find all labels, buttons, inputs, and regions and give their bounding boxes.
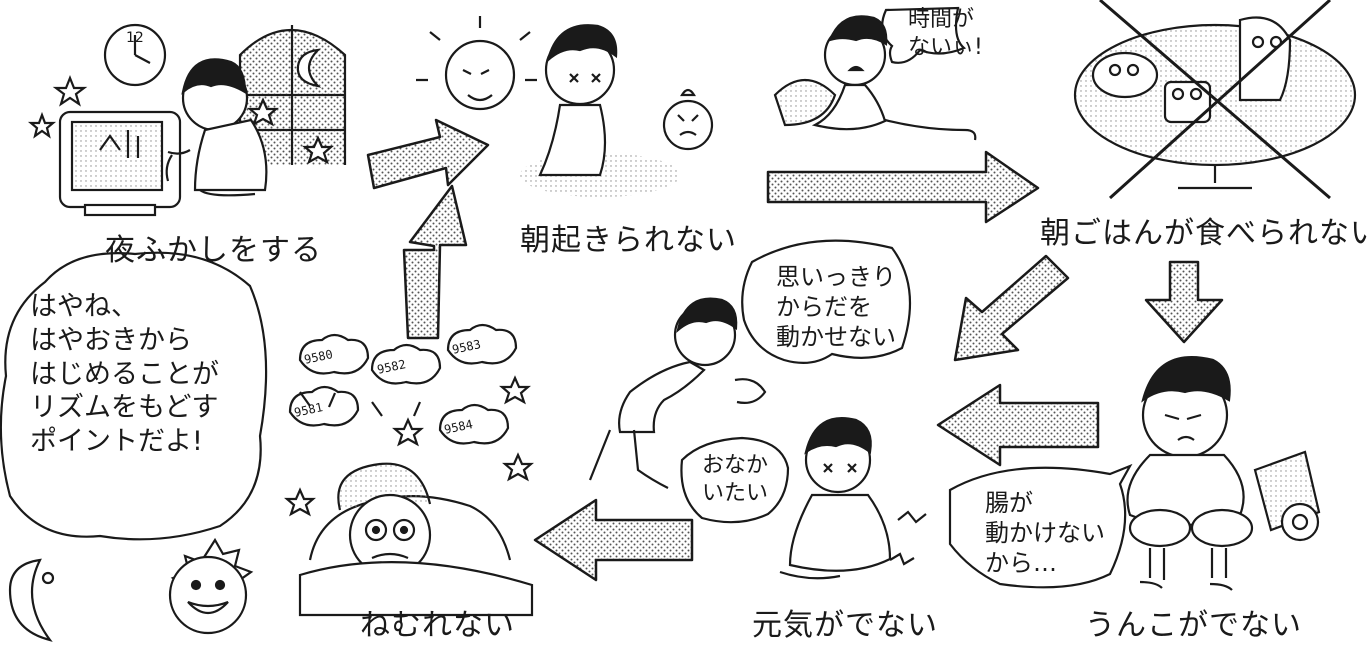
- bubble-advice-line-3: はじめることが: [30, 358, 219, 390]
- arrow-wake-to-breakfast: [766, 150, 1040, 224]
- bubble-intestine-line-1: 腸が: [985, 489, 1033, 517]
- cant-sleep-illustration: [284, 323, 534, 617]
- bubble-intestine-line-3: から…: [985, 549, 1057, 577]
- bubble-no-time-line-1: 時間が: [908, 7, 975, 32]
- sheep-1: [298, 333, 370, 375]
- arrow-breakfast-to-energy: [953, 254, 1070, 362]
- bubble-no-time-line-2: ないぃ!: [908, 34, 983, 60]
- bubble-advice-line-1: はやね、: [30, 291, 138, 322]
- bubble-stomach-line-2: いたい: [702, 480, 769, 506]
- arrow-sleep-to-wake: [402, 184, 468, 340]
- bubble-intestine-line-2: 動かけない: [985, 519, 1105, 547]
- arrow-breakfast-down: [1144, 260, 1224, 344]
- bubble-advice-text: はやね、 はやおきから はじめることが リズムをもどす ポイントだよ!: [30, 290, 219, 459]
- speech-bubbles: [0, 239, 1133, 589]
- bubble-stomach-line-1: おなか: [702, 453, 769, 478]
- clock-number: 12: [126, 30, 144, 46]
- sheep-3: [446, 323, 518, 365]
- bubble-cant-move-text: 思いっきり からだを 動かせない: [776, 262, 896, 352]
- bubble-advice-line-5: ポイントだよ!: [30, 426, 203, 457]
- caption-no-breakfast: 朝ごはんが食べられない: [1040, 216, 1367, 251]
- arrow-poop-to-energy: [936, 383, 1100, 467]
- no-poop-illustration: [1126, 356, 1321, 591]
- bubble-no-time-text: 時間が ないぃ!: [908, 6, 983, 61]
- bubble-cant-move-line-3: 動かせない: [776, 323, 896, 351]
- cant-wake-illustration: [416, 16, 714, 197]
- caption-stay-up-late: 夜ふかしをする: [105, 233, 322, 268]
- bubble-intestine-text: 腸が 動かけない から…: [985, 488, 1105, 578]
- bubble-stomach: [680, 436, 790, 524]
- no-breakfast-illustration: [773, 0, 1357, 200]
- no-energy-illustration: [588, 297, 927, 580]
- sheep-4: [288, 385, 360, 427]
- bubble-cant-move-line-1: 思いっきり: [776, 263, 896, 291]
- sheep-5: [438, 403, 510, 445]
- moon-sun-illustration: [8, 537, 254, 642]
- caption-cant-wake: 朝起きられない: [520, 223, 737, 258]
- bubble-advice-line-2: はやおきから: [30, 324, 192, 356]
- stay-up-late-illustration: [27, 23, 347, 217]
- sheep-2: [370, 343, 442, 385]
- bubble-advice: [0, 251, 268, 541]
- caption-cant-sleep: ねむれない: [360, 608, 515, 643]
- bubble-cant-move: [741, 239, 912, 365]
- bubble-advice-line-4: リズムをもどす: [30, 392, 219, 424]
- bubble-stomach-text: おなか いたい: [702, 452, 768, 507]
- arrow-late-to-wake: [366, 118, 490, 190]
- arrow-energy-to-sleep: [533, 498, 694, 582]
- caption-no-energy: 元気がでない: [752, 608, 938, 643]
- bubble-cant-move-line-2: からだを: [776, 293, 872, 321]
- bubble-intestine: [948, 463, 1133, 589]
- caption-no-poop: うんこがでない: [1085, 608, 1302, 643]
